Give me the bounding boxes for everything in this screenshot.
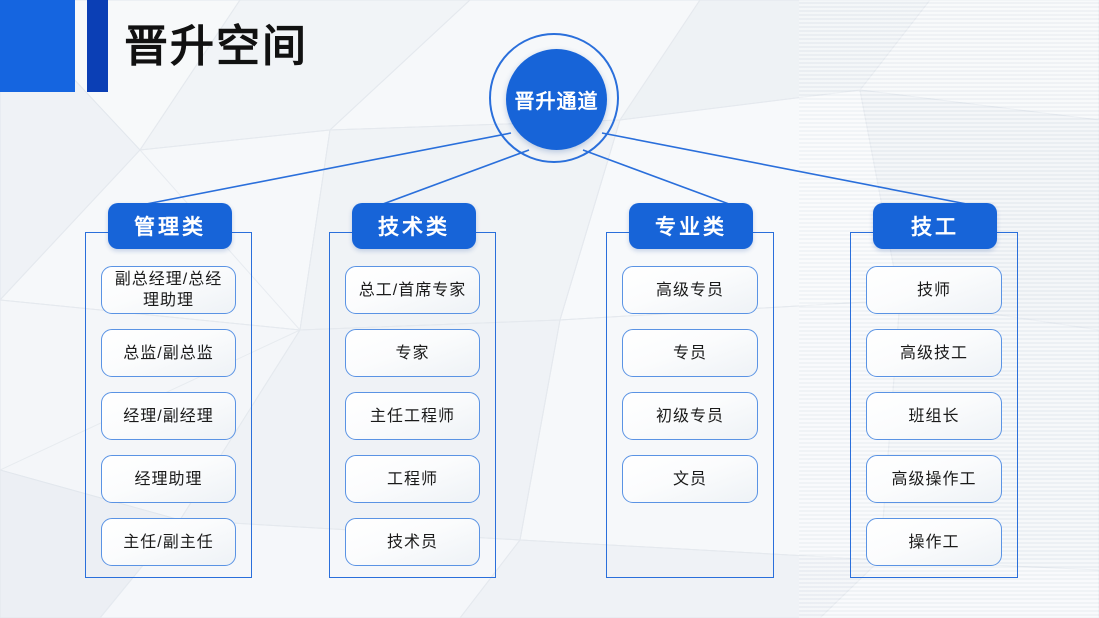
list-item[interactable]: 技术员 (345, 518, 480, 566)
column-item-list: 总工/首席专家 专家 主任工程师 工程师 技术员 (345, 266, 480, 581)
hub-label: 晋升通道 (514, 91, 599, 113)
list-item-label: 主任/副主任 (123, 533, 214, 551)
list-item-label: 高级技工 (899, 344, 968, 362)
column-professional: 专业类 高级专员 专员 初级专员 文员 (606, 203, 774, 578)
hub-promotion-channel[interactable]: 晋升通道 (506, 49, 607, 150)
list-item[interactable]: 初级专员 (622, 392, 758, 440)
column-header-label: 专业类 (655, 216, 727, 239)
list-item-label: 高级专员 (655, 281, 724, 299)
list-item[interactable]: 副总经理/总经理助理 (101, 266, 236, 314)
list-item-label: 总工/首席专家 (358, 281, 467, 299)
column-header-badge[interactable]: 技术类 (352, 203, 476, 249)
list-item[interactable]: 高级专员 (622, 266, 758, 314)
list-item[interactable]: 专员 (622, 329, 758, 377)
column-header-badge[interactable]: 专业类 (629, 203, 753, 249)
list-item-label: 初级专员 (655, 407, 724, 425)
list-item[interactable]: 总监/副总监 (101, 329, 236, 377)
column-management: 管理类 副总经理/总经理助理 总监/副总监 经理/副经理 经理助理 主任/副主任 (85, 203, 252, 578)
column-technical: 技术类 总工/首席专家 专家 主任工程师 工程师 技术员 (329, 203, 496, 578)
list-item[interactable]: 主任/副主任 (101, 518, 236, 566)
list-item-label: 高级操作工 (891, 470, 977, 488)
decor-block-secondary (87, 0, 108, 92)
list-item[interactable]: 工程师 (345, 455, 480, 503)
list-item-label: 经理/副经理 (123, 407, 214, 425)
list-item-label: 班组长 (908, 407, 960, 425)
list-item[interactable]: 班组长 (866, 392, 1002, 440)
list-item-label: 总监/副总监 (123, 344, 214, 362)
list-item-label: 文员 (672, 470, 707, 488)
list-item[interactable]: 操作工 (866, 518, 1002, 566)
column-header-label: 技术类 (378, 216, 450, 239)
list-item-label: 技术员 (386, 533, 438, 551)
decor-block-primary (0, 0, 75, 92)
list-item[interactable]: 总工/首席专家 (345, 266, 480, 314)
list-item-label: 技师 (916, 281, 951, 299)
list-item[interactable]: 高级技工 (866, 329, 1002, 377)
column-item-list: 技师 高级技工 班组长 高级操作工 操作工 (866, 266, 1002, 581)
list-item[interactable]: 文员 (622, 455, 758, 503)
list-item-label: 专家 (395, 344, 430, 362)
list-item[interactable]: 主任工程师 (345, 392, 480, 440)
column-header-badge[interactable]: 管理类 (108, 203, 232, 249)
column-skilled-worker: 技工 技师 高级技工 班组长 高级操作工 操作工 (850, 203, 1018, 578)
list-item-label: 操作工 (908, 533, 960, 551)
list-item-label: 主任工程师 (369, 407, 455, 425)
hub-outer-ring (489, 33, 619, 163)
list-item-label: 工程师 (386, 470, 438, 488)
list-item-label: 专员 (672, 344, 707, 362)
page-title: 晋升空间 (124, 22, 308, 71)
list-item-label: 经理助理 (134, 470, 203, 488)
column-header-label: 管理类 (134, 216, 206, 239)
list-item[interactable]: 专家 (345, 329, 480, 377)
list-item[interactable]: 高级操作工 (866, 455, 1002, 503)
column-header-label: 技工 (911, 216, 959, 239)
list-item-label: 副总经理/总经理助理 (114, 271, 223, 309)
column-item-list: 副总经理/总经理助理 总监/副总监 经理/副经理 经理助理 主任/副主任 (101, 266, 236, 581)
column-header-badge[interactable]: 技工 (873, 203, 997, 249)
list-item[interactable]: 技师 (866, 266, 1002, 314)
list-item[interactable]: 经理助理 (101, 455, 236, 503)
column-item-list: 高级专员 专员 初级专员 文员 (622, 266, 758, 518)
list-item[interactable]: 经理/副经理 (101, 392, 236, 440)
